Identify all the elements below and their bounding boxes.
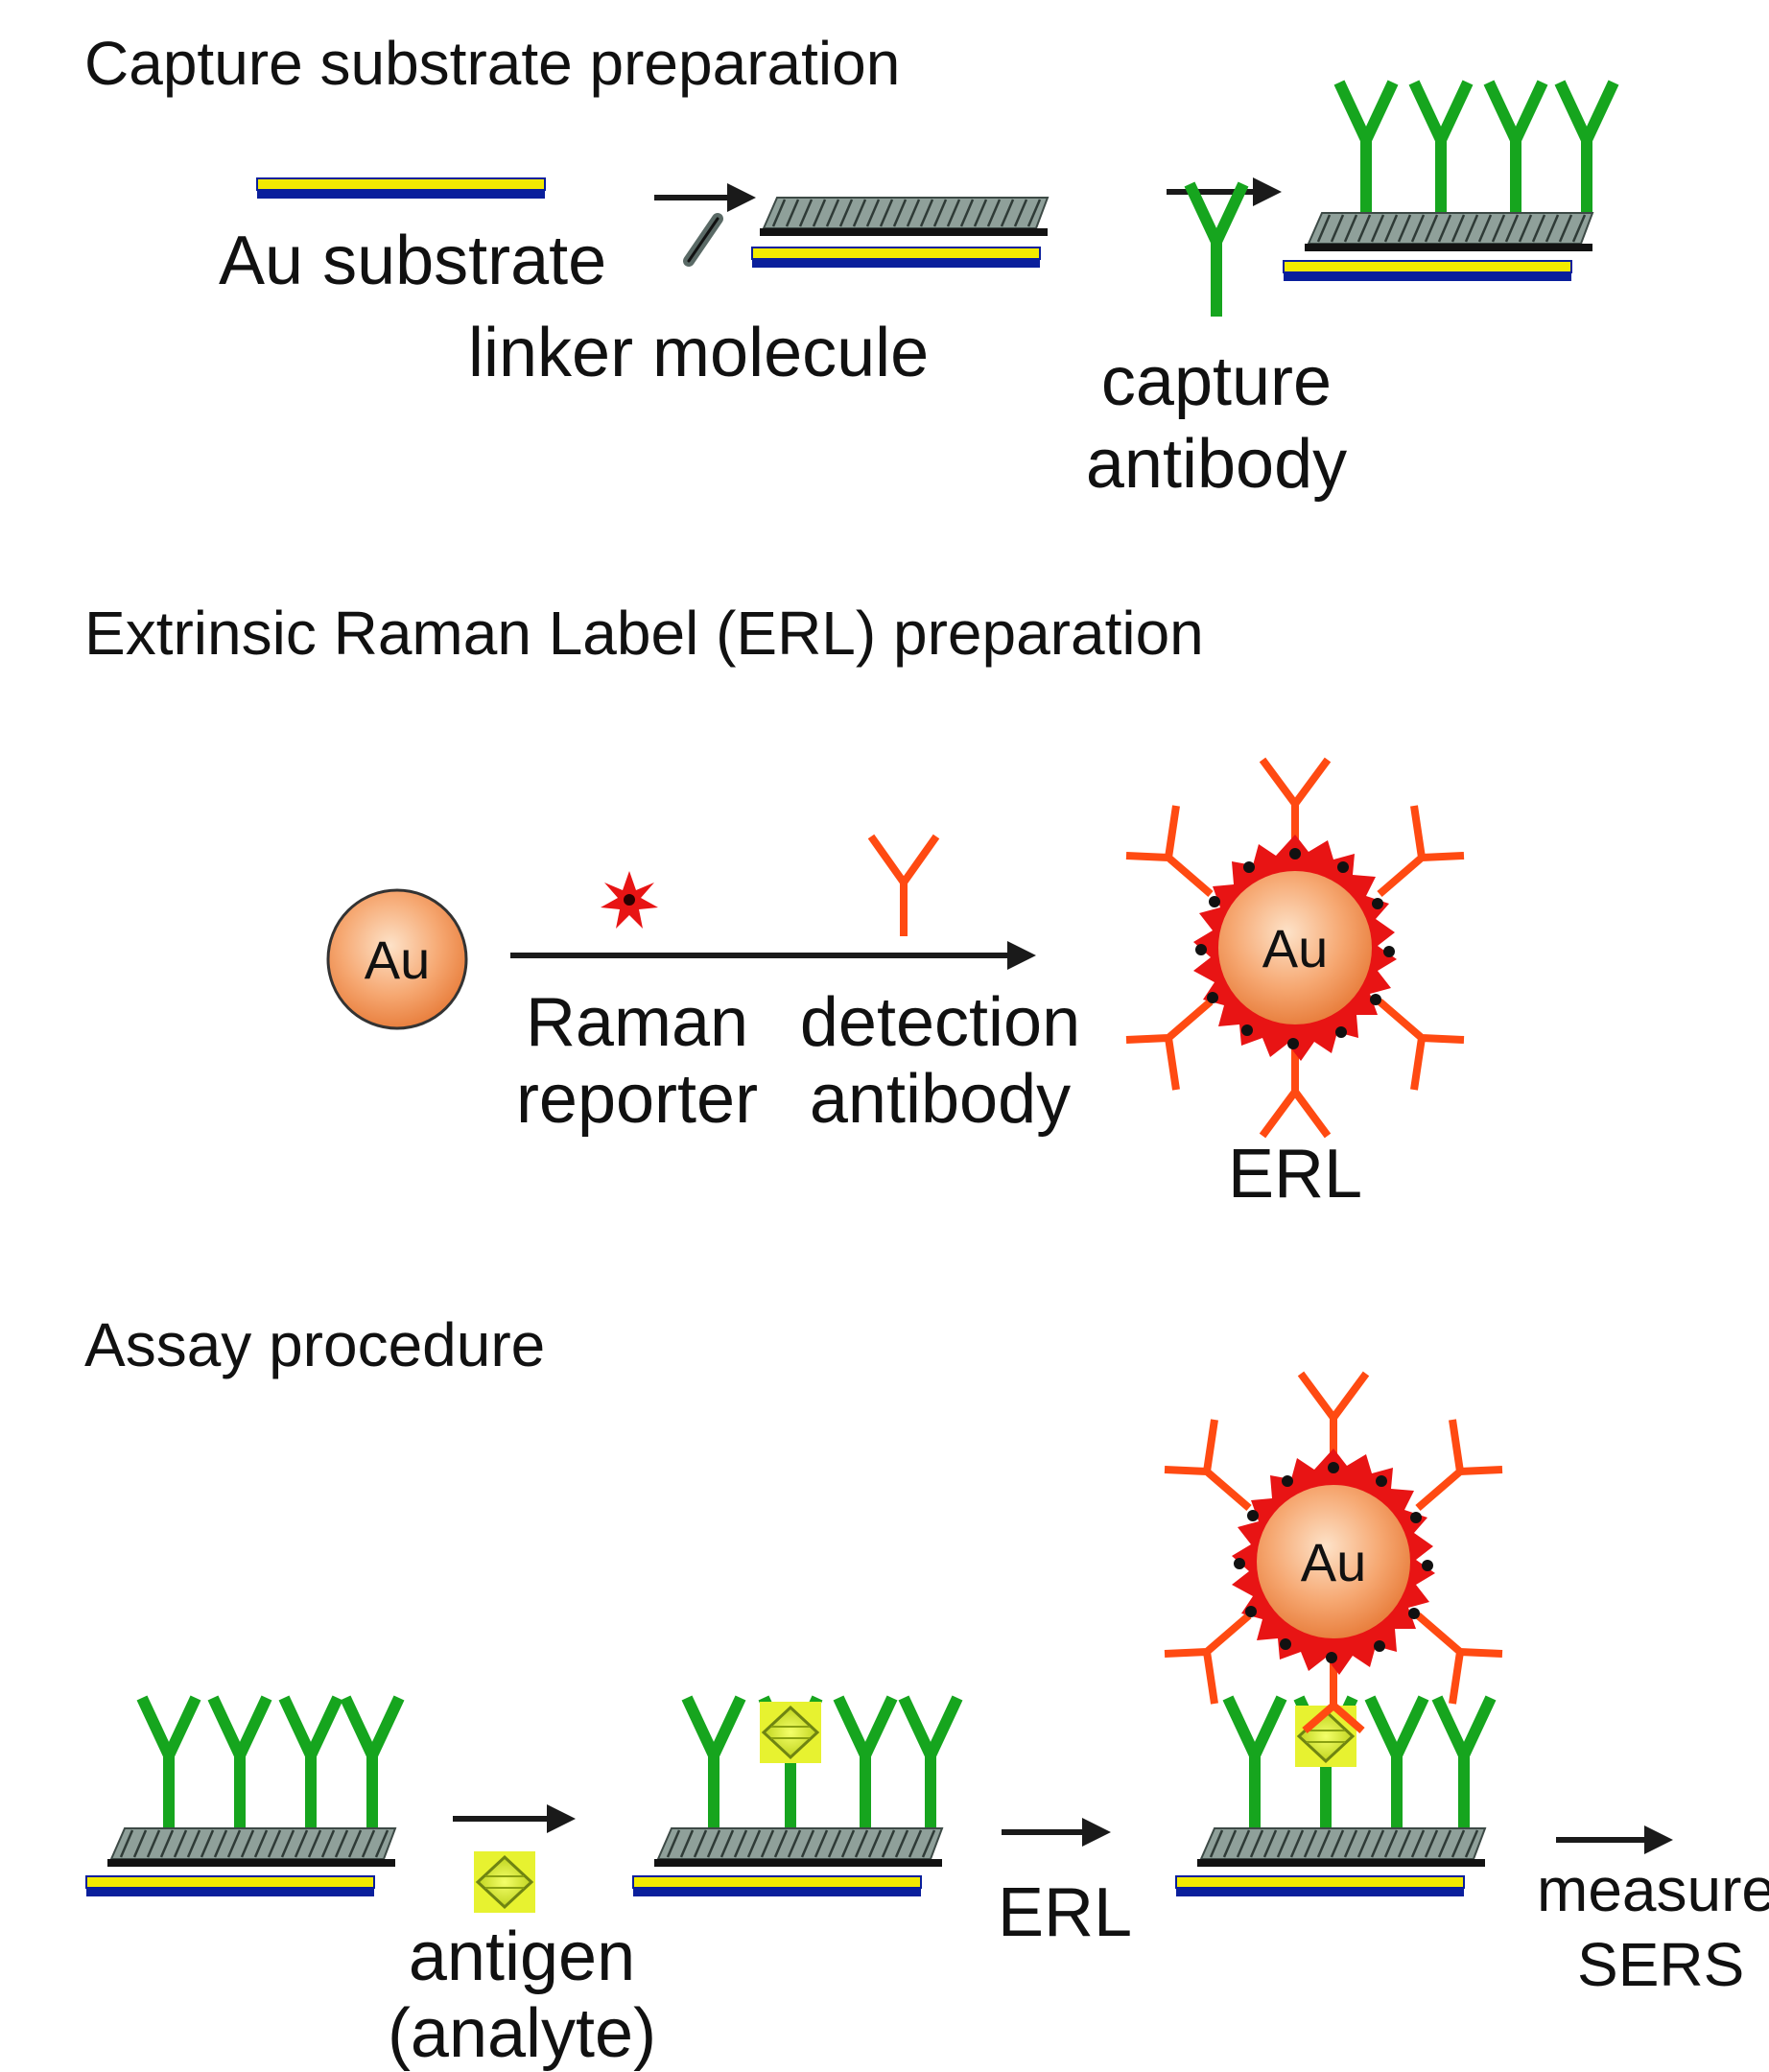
au-nanoparticle-label: Au (365, 930, 431, 990)
measure-label-2: SERS (1577, 1930, 1744, 1999)
detection-antibody-label-1: detection (800, 984, 1080, 1061)
raman-reporter-label-1: Raman (526, 984, 748, 1061)
detection-antibody-label-2: antibody (810, 1061, 1071, 1138)
linker-molecule-icon (683, 213, 723, 267)
assay-erl-particle (1164, 1371, 1503, 1734)
assay-capture-substrate (85, 1698, 399, 1897)
capture-antibody-label-1: capture (1101, 343, 1332, 420)
erl-step-label: ERL (998, 1874, 1132, 1951)
antigen-icon (472, 1849, 537, 1915)
capture-substrate (1283, 82, 1614, 282)
erl-au-label: Au (1262, 918, 1329, 978)
erl-heading: Extrinsic Raman Label (ERL) preparation (84, 599, 1204, 668)
linker-molecule-label: linker molecule (468, 315, 929, 391)
assay-heading: Assay procedure (84, 1310, 545, 1379)
erl-label: ERL (1228, 1136, 1362, 1213)
au-nanoparticle (326, 888, 468, 1030)
raman-reporter-label-2: reporter (516, 1061, 758, 1138)
assay-antigen-bound (632, 1698, 957, 1897)
au-substrate-label: Au substrate (219, 223, 606, 299)
erl-particle (1125, 757, 1465, 1139)
capture-heading: Capture substrate preparation (84, 29, 900, 98)
assay-sandwich-complex (1175, 1698, 1491, 1897)
au-substrate (256, 177, 546, 200)
measure-label-1: measure (1537, 1855, 1769, 1924)
assay-erl-au-label: Au (1301, 1532, 1367, 1592)
capture-antibody-icon (1190, 184, 1243, 317)
substrate-with-linker (751, 196, 1050, 269)
antigen-label-1: antigen (409, 1919, 635, 1995)
raman-reporter-icon (601, 871, 658, 929)
antigen-label-2: (analyte) (388, 1995, 656, 2072)
capture-antibody-label-2: antibody (1086, 426, 1347, 503)
detection-antibody-icon (871, 836, 936, 936)
